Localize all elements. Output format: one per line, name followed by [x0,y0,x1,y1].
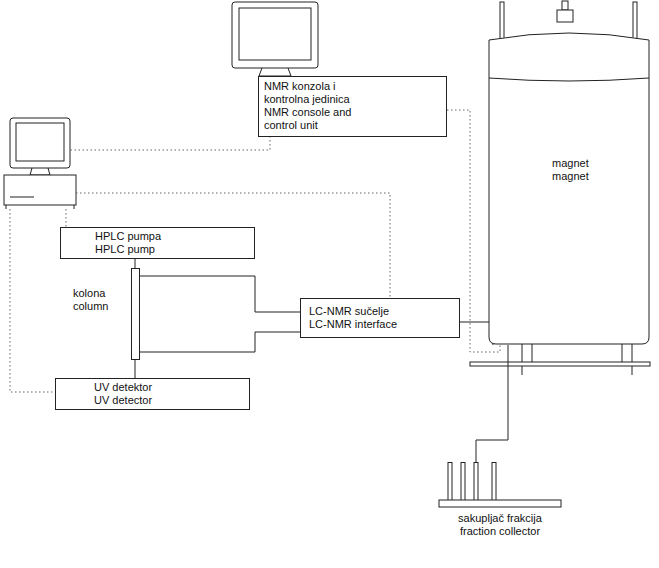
equipment-label: NMR console and control unit [264,106,376,132]
collector-tube [448,463,452,501]
computer-foot [74,205,75,209]
monitor-screen [16,123,64,161]
equipment-label: kolona [73,287,123,300]
magnet-port [557,10,573,22]
magnet-leg [532,344,533,362]
equipment-label: sakupljač frakcija [438,512,562,525]
computer-case [4,175,76,205]
label-group: sakupljač frakcijafraction collector [438,462,562,538]
equipment-label: UV detektor [94,381,245,394]
tubing-line [140,276,300,312]
drive-slot [10,197,34,198]
monitor-stand [30,168,50,175]
console-box: NMR konzola i kontrolna jedinicaNMR cons… [258,76,447,137]
equipment-label: fraction collector [438,525,562,538]
label-group: magnetmagnet [548,155,593,185]
magnet-port [562,1,568,10]
equipment-label: NMR konzola i kontrolna jedinica [264,80,376,106]
monitor-screen [239,8,311,60]
equipment-label: magnet [552,157,589,170]
equipment-label: HPLC pumpa [95,230,250,243]
tubing-line [460,322,493,345]
equipment-label: magnet [552,170,589,183]
magnet-base [470,362,650,366]
equipment-label: HPLC pump [95,243,250,256]
magnet-leg [632,344,633,375]
control-line [10,209,59,392]
monitor [10,118,70,168]
monitor [232,2,318,68]
magnet-body [489,33,649,344]
magnet-leg [622,344,623,362]
equipment-label: LC-NMR interface [309,318,451,331]
label-group: kolonacolumn [73,287,123,313]
pump-box: HPLC pumpaHPLC pump [60,227,255,259]
magnet-rim [489,78,649,81]
collector-rack [439,500,561,507]
collector-tube [461,463,465,501]
monitor-stand [259,68,291,76]
detector-box: UV detektorUV detector [55,378,250,410]
collector-tube [492,463,496,501]
magnet-leg [522,344,523,375]
equipment-label: column [73,300,123,313]
magnet-housing: magnetmagnet [488,0,650,345]
tubing-line [476,345,508,462]
equipment-label: UV detector [94,394,245,407]
equipment-label: LC-NMR sučelje [309,305,451,318]
fraction-collector-outline [438,462,562,510]
tubing-line [135,259,136,268]
magnet-rod [633,2,637,42]
interface-box: LC-NMR sučeljeLC-NMR interface [300,298,460,338]
collector-tube [474,463,478,501]
control-line [70,120,270,150]
magnet-rod [500,2,504,42]
tubing-line [140,332,300,352]
fraction-collector: sakupljač frakcijafraction collector [438,462,562,538]
computer-foot [6,205,7,209]
column-tube: kolonacolumn [131,268,140,360]
tubing-line [135,360,136,378]
